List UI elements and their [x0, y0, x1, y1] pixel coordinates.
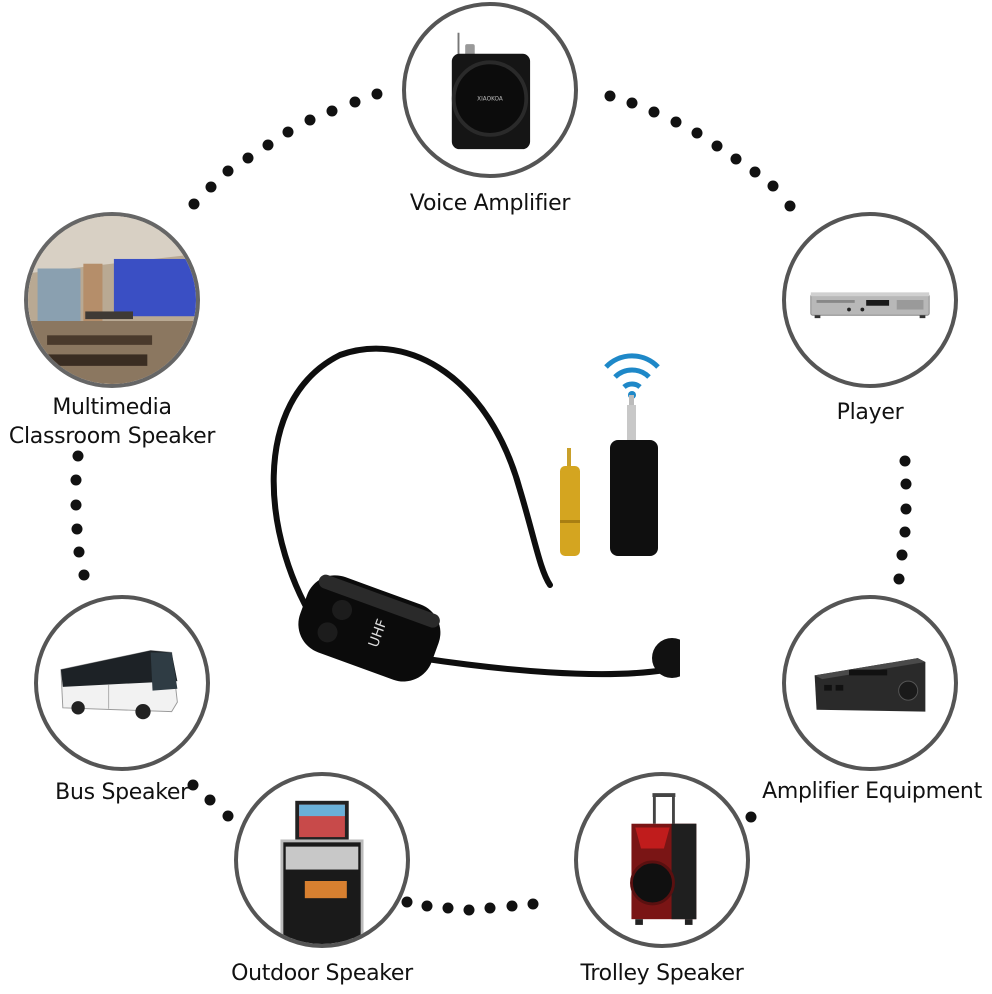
connector-dot: [326, 105, 338, 117]
connector-dot: [371, 88, 383, 100]
label-multimedia-line1: Multimedia: [52, 395, 172, 420]
transmitter-icon: UHF: [298, 574, 441, 682]
connector-dot: [282, 126, 294, 138]
connector-dot: [784, 200, 796, 212]
connector-dot: [71, 523, 83, 535]
label-amplifier-equipment: Amplifier Equipment: [762, 779, 982, 804]
center-product: UHF: [270, 345, 680, 682]
connector-dot: [442, 902, 454, 914]
connector-dot: [767, 180, 779, 192]
connector-dot: [73, 546, 85, 558]
multimedia-classroom-circle: [24, 212, 200, 388]
connector-dot: [899, 526, 911, 538]
connector-dot: [204, 794, 216, 806]
mic-boom-icon: [417, 655, 668, 678]
label-outdoor-speaker: Outdoor Speaker: [231, 961, 413, 986]
connector-dot: [401, 896, 413, 908]
connector-dot: [691, 127, 703, 139]
connector-dot: [899, 455, 911, 467]
headband-icon: [270, 345, 553, 633]
label-player: Player: [836, 400, 904, 425]
connector-dot: [304, 114, 316, 126]
amplifier-equipment-circle: [782, 595, 958, 771]
connector-dot: [70, 499, 82, 511]
connector-dot: [506, 900, 518, 912]
connector-dot: [604, 90, 616, 102]
classroom-photo-icon: [28, 216, 196, 384]
connector-dot: [222, 165, 234, 177]
connector-dot: [205, 181, 217, 193]
mic-foam-icon: [652, 638, 680, 678]
connector-dot: [78, 569, 90, 581]
connector-dot: [896, 549, 908, 561]
player-circle: [782, 212, 958, 388]
receiver-icon: [610, 395, 658, 556]
connector-dot: [527, 898, 539, 910]
label-trolley-speaker: Trolley Speaker: [580, 961, 744, 986]
connector-dot: [900, 503, 912, 515]
connector-dot: [349, 96, 361, 108]
trolley-speaker-circle: [574, 772, 750, 948]
connector-dot: [749, 166, 761, 178]
connector-dot: [222, 810, 234, 822]
connector-dot: [70, 474, 82, 486]
label-bus-speaker: Bus Speaker: [55, 780, 189, 805]
connector-dot: [711, 140, 723, 152]
connector-dot: [900, 478, 912, 490]
coach-bus-icon: [60, 650, 178, 720]
av-receiver-icon: [814, 658, 926, 712]
connector-dot: [187, 779, 199, 791]
connector-dot: [745, 811, 757, 823]
trolley-speaker-icon: [630, 793, 697, 925]
connector-dot: [262, 139, 274, 151]
connector-dot: [463, 904, 475, 916]
connector-dot: [421, 900, 433, 912]
connector-dot: [188, 198, 200, 210]
connector-dot: [730, 153, 742, 165]
connector-dot: [893, 573, 905, 585]
connector-dot: [648, 106, 660, 118]
voice-amplifier-circle: XIAOKOA: [402, 2, 578, 178]
connector-dot: [484, 902, 496, 914]
outdoor-speaker-icon: [280, 800, 364, 944]
cd-player-icon: [810, 292, 930, 319]
label-multimedia-line2: Classroom Speaker: [8, 424, 216, 449]
wifi-icon: [604, 353, 660, 399]
outdoor-speaker-circle: [234, 772, 410, 948]
device-brand: XIAOKOA: [477, 97, 503, 103]
bus-speaker-circle: [34, 595, 210, 771]
connector-dot: [670, 116, 682, 128]
connector-dot: [72, 450, 84, 462]
connector-dot: [626, 97, 638, 109]
gold-adapter-icon: [560, 448, 580, 556]
voice-amplifier-icon: XIAOKOA: [451, 32, 531, 150]
label-voice-amplifier: Voice Amplifier: [409, 191, 571, 216]
connector-dot: [242, 152, 254, 164]
